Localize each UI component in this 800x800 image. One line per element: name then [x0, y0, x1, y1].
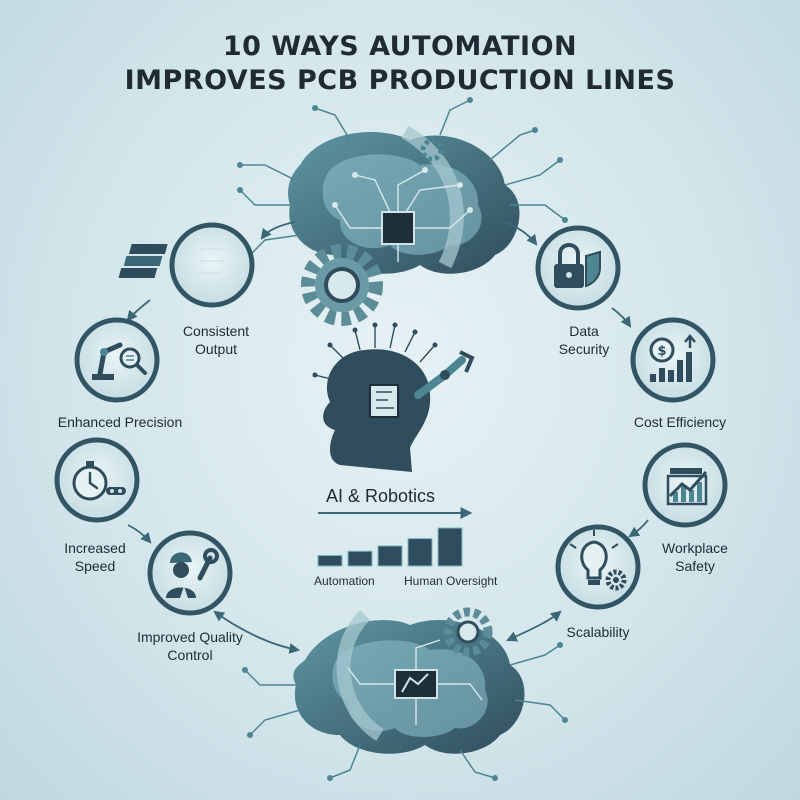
- node-consistent-output: [118, 222, 255, 308]
- progress-bar: [407, 538, 433, 567]
- progress-bar: [347, 550, 373, 567]
- label-scalability: Scalability: [566, 624, 630, 640]
- bottom-circuit-brain: [242, 607, 568, 781]
- ai-head-icon: [312, 322, 475, 472]
- worker-wrench-icon: [166, 548, 219, 598]
- node-improved-quality-control: [147, 530, 233, 616]
- label-enhanced-precision: Enhanced Precision: [57, 414, 183, 430]
- progress-bar: [377, 545, 403, 567]
- node-scalability: [555, 524, 641, 610]
- bottom-gear-icon: [443, 607, 493, 657]
- label-increased-speed: Increased Speed: [64, 540, 126, 574]
- lightbulb-gear-icon: [569, 530, 627, 591]
- progress-bars: [317, 527, 463, 567]
- center-heading: AI & Robotics: [326, 486, 436, 506]
- stopwatch-conveyor-icon: [72, 461, 126, 501]
- title-line-2: IMPROVES PCB PRODUCTION LINES: [124, 65, 676, 96]
- label-cost-efficiency: Cost Efficiency: [633, 414, 727, 430]
- svg-text:$: $: [657, 344, 666, 359]
- center-label-human-oversight: Human Oversight: [404, 574, 498, 588]
- label-workplace-safety: Workplace Safety: [662, 540, 728, 574]
- progress-bar: [437, 527, 463, 567]
- title-line-1: 10 WAYS AUTOMATION: [222, 31, 578, 62]
- center-label-automation: Automation: [314, 574, 375, 588]
- label-consistent-output: Consistent Output: [182, 323, 250, 357]
- node-data-security: [535, 225, 621, 311]
- label-data-security: Data Security: [558, 323, 610, 357]
- top-circuit-brain: [237, 97, 568, 326]
- node-workplace-safety: [642, 442, 728, 528]
- page-title: 10 WAYS AUTOMATION IMPROVES PCB PRODUCTI…: [0, 30, 800, 98]
- label-improved-quality-control: Improved Quality Control: [137, 629, 243, 663]
- trend-chart-icon: [666, 468, 708, 506]
- flow-arrows: [126, 221, 649, 654]
- top-gear-icon: [301, 244, 383, 326]
- node-cost-efficiency: $: [630, 317, 716, 403]
- node-increased-speed: [54, 437, 140, 523]
- dollar-growth-chart-icon: $: [649, 334, 696, 382]
- robot-arm-magnifier-icon: [92, 342, 147, 380]
- progress-bar: [317, 554, 343, 567]
- stacked-boards-icon: [118, 244, 225, 278]
- node-enhanced-precision: [74, 317, 160, 403]
- lock-shield-icon: [554, 243, 601, 288]
